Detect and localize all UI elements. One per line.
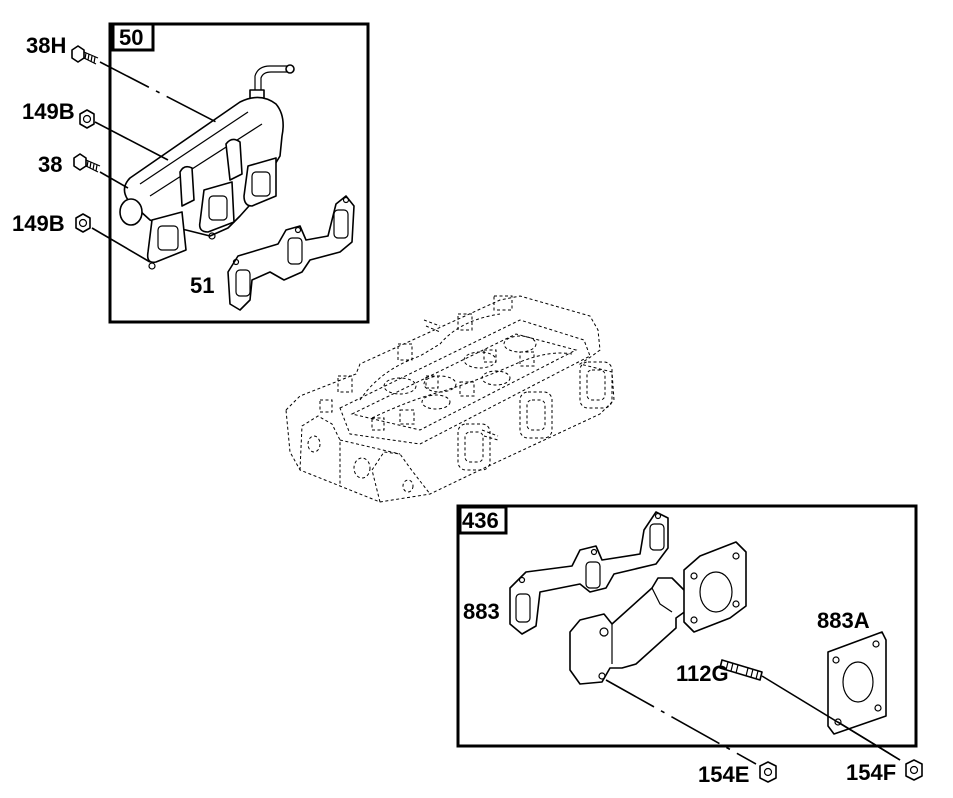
assembly-box-436: 436: [456, 504, 918, 748]
square-gasket-883a: [827, 631, 887, 735]
callout-154f: 154F: [846, 760, 896, 785]
elbow-gasket-883: [509, 511, 669, 635]
bolt-38: [73, 153, 101, 173]
exhaust-manifold: [119, 64, 295, 270]
box-50-label: 50: [119, 25, 143, 50]
nut-154e: [759, 761, 777, 783]
box-436-label: 436: [462, 508, 499, 533]
manifold-gasket-51: [227, 195, 355, 311]
callout-154e: 154E: [698, 762, 749, 787]
cylinder-head: [285, 295, 615, 503]
bolt-38h: [71, 45, 99, 65]
nut-149b-lower: [75, 213, 91, 233]
assembly-box-50: 50: [108, 22, 370, 324]
exhaust-elbow: [569, 541, 747, 685]
callout-883a: 883A: [817, 608, 870, 633]
callout-883: 883: [463, 599, 500, 624]
nut-154f: [905, 759, 923, 781]
callout-38: 38: [38, 152, 62, 177]
callout-38h: 38H: [26, 33, 66, 58]
callout-112g: 112G: [676, 661, 729, 686]
callout-149b-upper: 149B: [22, 99, 75, 124]
callout-51: 51: [190, 273, 214, 298]
nut-149b-upper: [79, 109, 95, 129]
stud-112g: [719, 659, 763, 681]
callout-149b-lower: 149B: [12, 211, 65, 236]
